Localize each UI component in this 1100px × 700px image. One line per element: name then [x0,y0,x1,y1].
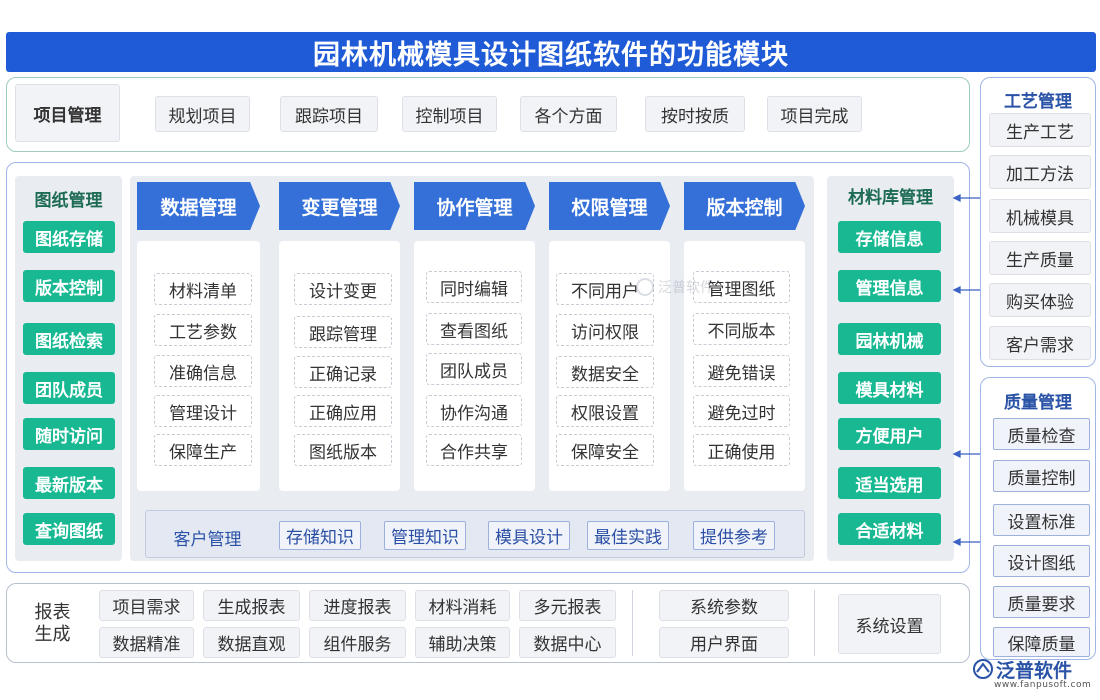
report-item: 生成报表 [203,590,300,621]
drawing-item: 随时访问 [23,418,115,450]
data-management-item: 保障生产 [154,434,252,466]
material-item: 存储信息 [838,221,941,253]
customer-item: 模具设计 [488,521,570,550]
brand-logo: 泛普软件 www.fanpusoft.com [972,656,1092,696]
material-item: 模具材料 [838,372,941,404]
collaboration-item: 协作沟通 [426,395,522,427]
system-parameters-item: 系统参数 [659,590,789,621]
version-control-item: 不同版本 [693,313,790,345]
drawing-item: 查询图纸 [23,513,115,545]
report-item: 项目需求 [99,590,194,621]
quality-item: 设计图纸 [993,545,1090,577]
change-management-item: 跟踪管理 [294,316,392,348]
customer-item: 存储知识 [279,521,361,550]
permission-item: 保障安全 [556,434,654,466]
version-control-item: 避免错误 [693,355,790,387]
quality-item: 质量控制 [993,460,1090,492]
report-item: 组件服务 [309,627,406,658]
brand-logo-icon [973,659,993,679]
customer-management-row [145,510,805,558]
drawing-management-title: 图纸管理 [34,191,103,211]
customer-item: 提供参考 [693,521,775,550]
system-settings-item: 系统设置 [838,594,941,654]
change-management-header: 变更管理 [279,182,400,230]
divider [632,590,633,656]
watermark-logo-icon [636,278,654,296]
report-item: 材料消耗 [415,590,510,621]
process-item: 机械模具 [989,199,1091,233]
project-item: 按时按质 [645,96,745,132]
collaboration-item: 团队成员 [426,353,522,385]
material-library-title: 材料库管理 [848,188,933,208]
drawing-item: 图纸检索 [23,323,115,355]
version-control-item: 管理图纸 [693,271,790,303]
project-item: 项目完成 [767,96,862,132]
report-label-line1: 报表 [34,602,71,623]
data-management-item: 材料清单 [154,273,252,305]
customer-item: 最佳实践 [587,521,669,550]
report-item: 数据中心 [519,627,616,658]
version-control-item: 正确使用 [693,434,790,466]
process-management-title: 工艺管理 [1004,92,1072,112]
change-management-item: 正确记录 [294,356,392,388]
material-item: 园林机械 [838,323,941,355]
data-management-item: 管理设计 [154,395,252,427]
process-item: 购买体验 [989,283,1091,317]
change-management-item: 设计变更 [294,273,392,305]
version-control-header: 版本控制 [684,182,805,230]
material-item: 管理信息 [838,270,941,302]
drawing-item: 最新版本 [23,467,115,499]
change-management-item: 正确应用 [294,395,392,427]
divider [814,590,815,656]
page-title: 园林机械模具设计图纸软件的功能模块 [6,32,1096,72]
process-item: 生产质量 [989,241,1091,275]
material-item: 方便用户 [838,418,941,450]
drawing-item: 图纸存储 [23,221,115,253]
project-item: 规划项目 [155,96,250,132]
report-item: 数据精准 [99,627,194,658]
user-interface-item: 用户界面 [659,627,789,658]
process-item: 加工方法 [989,155,1091,189]
watermark-text: 泛普软件 [658,280,714,296]
quality-item: 保障质量 [993,627,1090,657]
material-item: 适当选用 [838,467,941,499]
process-item: 生产工艺 [989,113,1091,147]
project-item: 控制项目 [402,96,497,132]
quality-management-title: 质量管理 [1004,393,1072,413]
project-management-label: 项目管理 [15,84,120,142]
permission-management-header: 权限管理 [549,182,670,230]
permission-item: 数据安全 [556,356,654,388]
permission-item: 权限设置 [556,395,654,427]
report-generation-label: 报表 生成 [25,602,80,646]
report-item: 辅助决策 [415,627,510,658]
quality-item: 质量要求 [993,586,1090,618]
customer-item: 管理知识 [384,521,466,550]
quality-item: 质量检查 [993,418,1090,450]
collaboration-item: 查看图纸 [426,313,522,345]
brand-name: 泛普软件 [996,660,1073,682]
report-item: 多元报表 [519,590,616,621]
change-management-item: 图纸版本 [294,434,392,466]
process-item: 客户需求 [989,326,1091,360]
watermark: 泛普软件 [636,274,716,300]
project-item: 各个方面 [520,96,617,132]
report-item: 进度报表 [309,590,406,621]
data-management-header: 数据管理 [137,182,260,230]
permission-item: 访问权限 [556,314,654,346]
report-label-line2: 生成 [34,624,71,645]
brand-url: www.fanpusoft.com [994,680,1092,690]
drawing-item: 团队成员 [23,372,115,404]
customer-management-label: 客户管理 [173,530,242,550]
collaboration-item: 同时编辑 [426,271,522,303]
collaboration-management-header: 协作管理 [414,182,535,230]
data-management-item: 准确信息 [154,355,252,387]
version-control-item: 避免过时 [693,395,790,427]
report-item: 数据直观 [203,627,300,658]
collaboration-item: 合作共享 [426,434,522,466]
quality-item: 设置标准 [993,504,1090,536]
project-item: 跟踪项目 [280,96,378,132]
data-management-item: 工艺参数 [154,314,252,346]
drawing-item: 版本控制 [23,270,115,302]
material-item: 合适材料 [838,513,941,545]
